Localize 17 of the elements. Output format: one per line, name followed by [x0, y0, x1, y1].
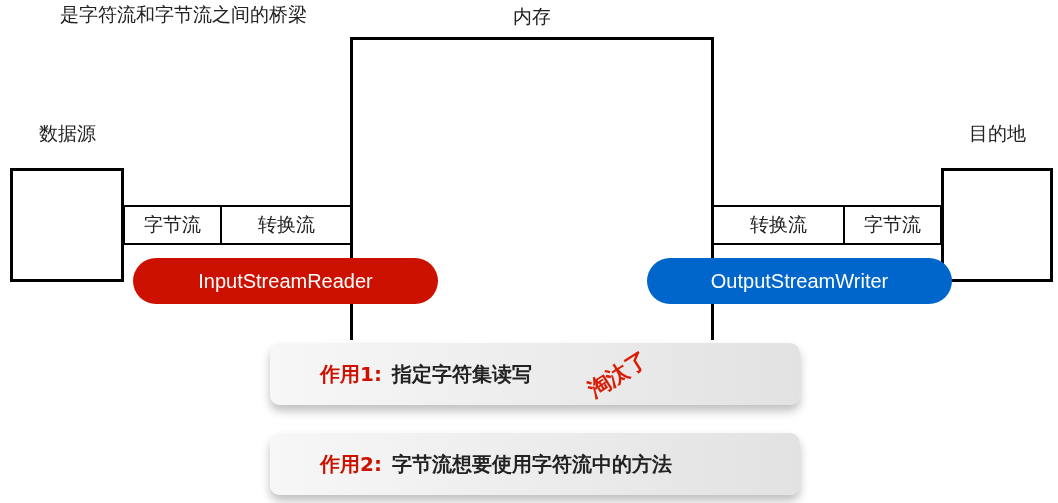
box-heading: 目的地 [967, 121, 1027, 146]
title-text: 是字符流和字节流之间的桥梁 [60, 2, 307, 27]
info-card [270, 343, 800, 405]
card-text: 字节流想要使用字符流中的方法 [391, 450, 672, 478]
stream-cell: 字节流 [123, 205, 222, 245]
box-heading: 数据源 [37, 121, 97, 146]
stream-cell: 转换流 [712, 205, 845, 245]
card-label: 作用2: [320, 450, 382, 478]
card-label: 作用1: [320, 360, 382, 388]
info-card [270, 433, 800, 495]
writer-pill: OutputStreamWriter [647, 258, 952, 304]
stream-cell: 转换流 [220, 205, 352, 245]
box-heading: 内存 [512, 4, 552, 29]
card-text: 指定字符集读写 [391, 360, 532, 388]
stamp-text: 淘汰了 [582, 345, 654, 405]
reader-pill: InputStreamReader [133, 258, 438, 304]
stream-cell: 字节流 [843, 205, 942, 245]
